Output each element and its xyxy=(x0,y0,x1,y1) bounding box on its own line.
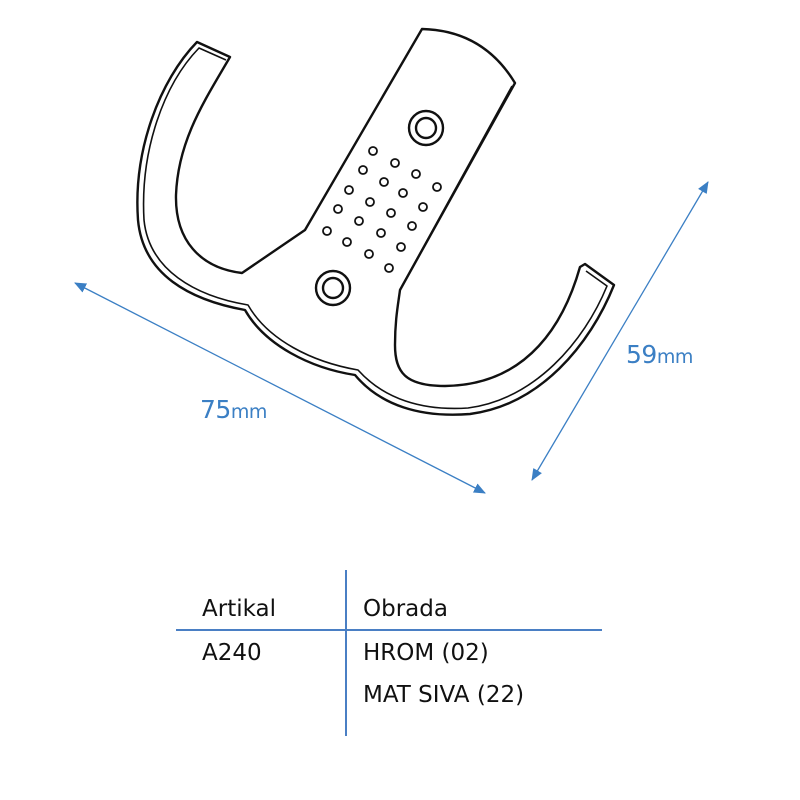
height-dimension-label: 59mm xyxy=(626,340,693,369)
decorative-dot xyxy=(418,202,428,212)
decorative-dot xyxy=(390,158,400,168)
table-header-article: Artikal xyxy=(202,596,276,622)
height-dimension-arrow xyxy=(531,181,709,481)
decorative-dot xyxy=(342,237,352,247)
width-dimension-arrow xyxy=(74,282,486,494)
table-header-finish: Obrada xyxy=(363,596,448,622)
plate-edge-line xyxy=(401,85,513,287)
finish-option: HROM (02) xyxy=(363,640,489,666)
decorative-dot xyxy=(333,204,343,214)
decorative-dot xyxy=(379,177,389,187)
decorative-dot xyxy=(398,188,408,198)
decorative-dot xyxy=(365,197,375,207)
mount-hole-top xyxy=(407,109,445,147)
decorative-dot xyxy=(358,165,368,175)
height-value: 59 xyxy=(626,340,657,369)
decorative-dot-pattern xyxy=(322,146,442,273)
decorative-dot xyxy=(322,226,332,236)
decorative-dot xyxy=(411,169,421,179)
double-hook-outline xyxy=(136,27,616,416)
finish-option: MAT SIVA (22) xyxy=(363,682,525,708)
decorative-dot xyxy=(354,216,364,226)
decorative-dot xyxy=(368,146,378,156)
decorative-dot xyxy=(407,221,417,231)
mount-hole-bottom xyxy=(314,269,352,307)
width-dimension-label: 75mm xyxy=(200,395,267,424)
decorative-dot xyxy=(344,185,354,195)
article-code: A240 xyxy=(202,640,262,666)
decorative-dot xyxy=(384,263,394,273)
decorative-dot xyxy=(386,208,396,218)
hook-body-outline xyxy=(136,27,616,416)
width-unit: mm xyxy=(230,401,268,423)
height-unit: mm xyxy=(656,346,694,368)
decorative-dot xyxy=(432,182,442,192)
decorative-dot xyxy=(396,242,406,252)
decorative-dot xyxy=(376,228,386,238)
decorative-dot xyxy=(364,249,374,259)
width-value: 75 xyxy=(200,395,231,424)
